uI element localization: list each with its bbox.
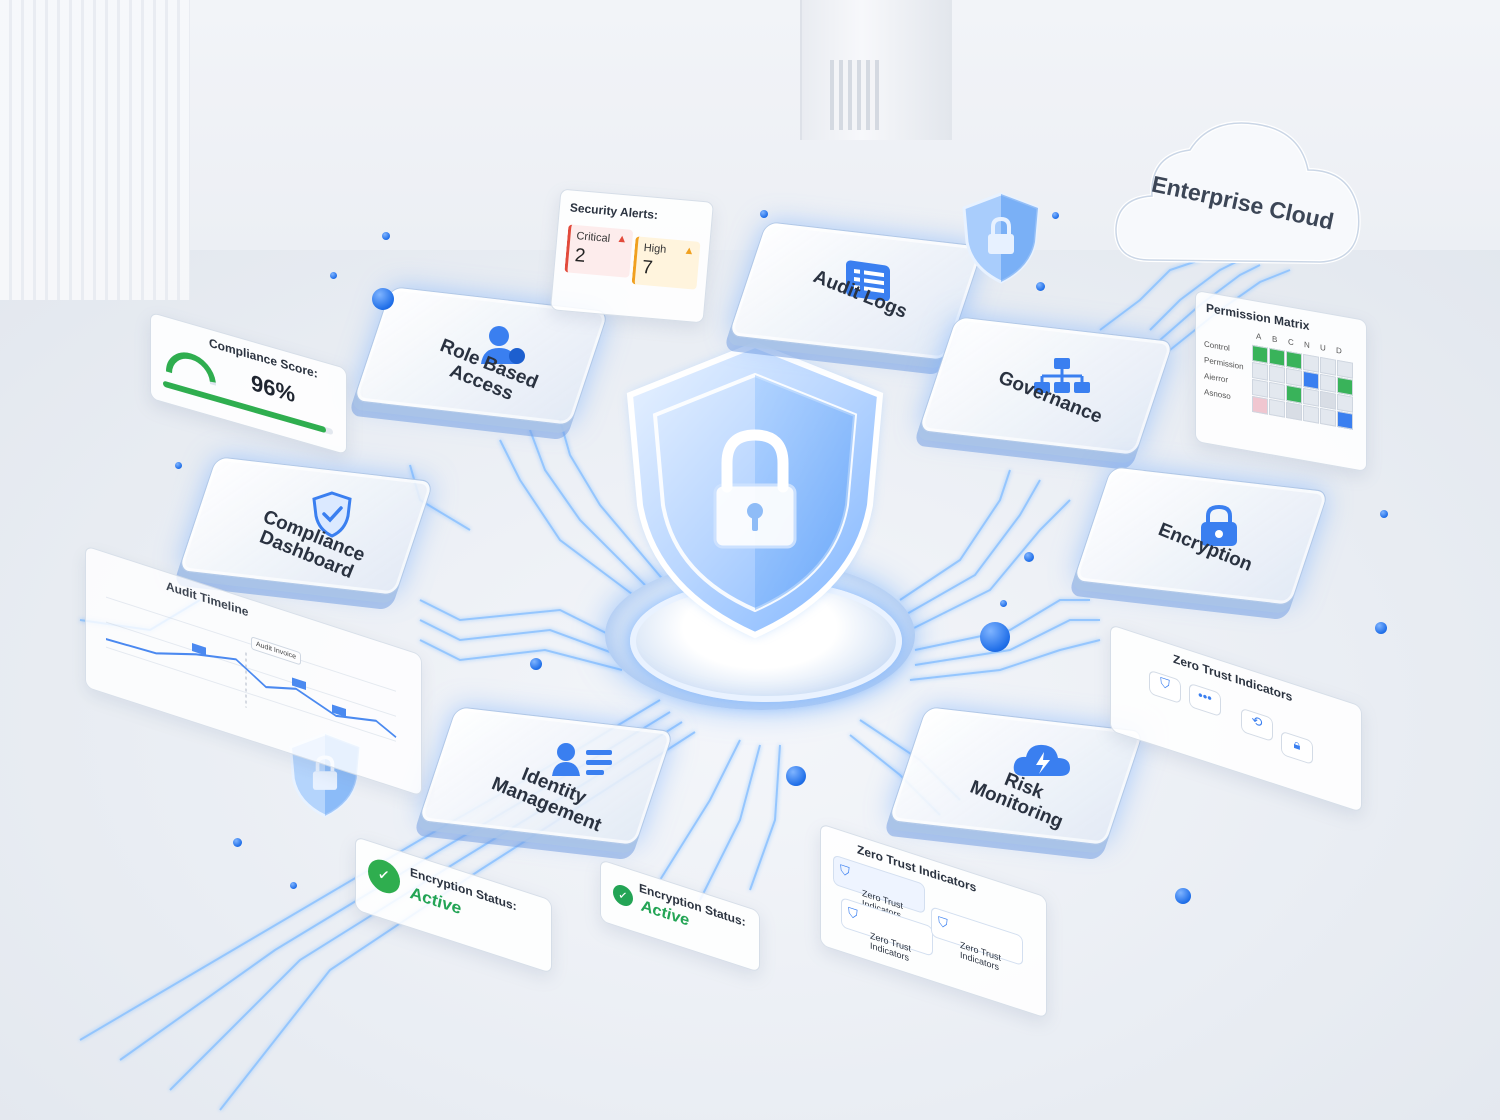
particle (980, 622, 1010, 652)
matrix-cell (1269, 398, 1285, 418)
matrix-cell (1252, 344, 1268, 364)
matrix-cell (1303, 404, 1319, 424)
enterprise-cloud-shape (1113, 121, 1361, 265)
module-compliance-dashboard[interactable]: Compliance Dashboard (177, 456, 435, 620)
matrix-cell (1286, 384, 1302, 404)
warning-triangle-icon: ▲ (615, 232, 628, 246)
particle (760, 210, 768, 218)
left-wall-panels (0, 0, 190, 300)
module-identity-management[interactable]: Identity Management (417, 706, 675, 870)
matrix-cell (1337, 410, 1353, 430)
matrix-cell (1286, 350, 1302, 370)
audit-timeline-card: Audit Timeline Audit Invoice (85, 545, 422, 797)
hierarchy-icon (1034, 358, 1090, 393)
module-encryption[interactable]: Encryption (1072, 466, 1330, 630)
critical-label: Critical (576, 230, 611, 245)
matrix-cell (1337, 376, 1353, 396)
warning-triangle-icon: ▲ (683, 244, 696, 258)
shield-check-icon[interactable]: ⛉ (1149, 669, 1181, 705)
zero-trust-chip[interactable]: ⛉ Zero Trust Indicators (931, 906, 1023, 972)
matrix-cell (1286, 367, 1302, 387)
check-circle-icon: ✓ (613, 882, 633, 909)
matrix-cell (1303, 370, 1319, 390)
small-shield-lock-icon (962, 192, 1040, 284)
particle (372, 288, 394, 310)
user-key-icon (481, 326, 525, 364)
matrix-cell (1320, 373, 1336, 393)
high-value: 7 (641, 256, 654, 279)
critical-alert-box[interactable]: Critical ▲ 2 (564, 224, 634, 278)
security-alerts-card: Security Alerts: Critical ▲ 2 High ▲ 7 (549, 188, 715, 324)
matrix-cell (1303, 387, 1319, 407)
particle (290, 882, 297, 889)
id-card-icon (552, 743, 612, 776)
shield-check-icon: ⛉ (840, 861, 850, 880)
high-alert-box[interactable]: High ▲ 7 (631, 236, 701, 290)
dots-icon[interactable]: ••• (1189, 682, 1221, 718)
particle (1380, 510, 1388, 518)
module-role-based-access[interactable]: Role Based Access (352, 286, 610, 450)
padlock-icon (1201, 504, 1237, 546)
matrix-cell (1337, 393, 1353, 413)
matrix-cell (1252, 395, 1268, 415)
matrix-cell (1269, 347, 1285, 367)
matrix-cell (1320, 407, 1336, 427)
permission-matrix-grid (1252, 344, 1353, 430)
particle (1175, 888, 1191, 904)
particle (1000, 600, 1007, 607)
module-risk-monitoring[interactable]: Risk Monitoring (887, 706, 1145, 870)
shield-bolt-icon: ⛉ (938, 913, 948, 932)
particle (233, 838, 242, 847)
particle (1375, 622, 1387, 634)
matrix-cell (1337, 359, 1353, 379)
particle (382, 232, 390, 240)
matrix-cell (1252, 378, 1268, 398)
module-governance[interactable]: Governance (917, 316, 1175, 480)
check-badge-icon: ✓ (368, 855, 400, 898)
matrix-cell (1252, 361, 1268, 381)
matrix-cell (1269, 381, 1285, 401)
particle (1036, 282, 1045, 291)
doorway (800, 0, 952, 140)
particle (1052, 212, 1059, 219)
module-audit-logs[interactable]: Audit Logs (727, 221, 985, 385)
matrix-cell (1320, 390, 1336, 410)
particle (786, 766, 806, 786)
critical-value: 2 (573, 245, 587, 267)
particle (175, 462, 182, 469)
high-label: High (643, 242, 667, 256)
shield-gear-icon: ⛉ (848, 904, 858, 923)
compliance-score-value: 96% (251, 369, 296, 408)
lock-icon[interactable]: 🔒︎ (1281, 730, 1313, 766)
matrix-row-headers: Control Permission Aierror Asnoso (1204, 339, 1244, 402)
document-list-icon (846, 260, 890, 301)
cloud-lightning-icon (1013, 744, 1070, 776)
particle (330, 272, 337, 279)
particle (1024, 552, 1034, 562)
central-shield-lock-icon (626, 341, 884, 639)
matrix-cell (1269, 364, 1285, 384)
matrix-cell (1286, 401, 1302, 421)
matrix-cell (1303, 353, 1319, 373)
compliance-score-card: Compliance Score: 96% (150, 311, 347, 456)
share-icon[interactable]: ⟲ (1241, 707, 1273, 743)
compliance-gauge (166, 352, 216, 386)
security-alerts-title: Security Alerts: (569, 200, 659, 223)
shield-check-icon (312, 491, 352, 538)
particle (530, 658, 542, 670)
matrix-cell (1320, 356, 1336, 376)
